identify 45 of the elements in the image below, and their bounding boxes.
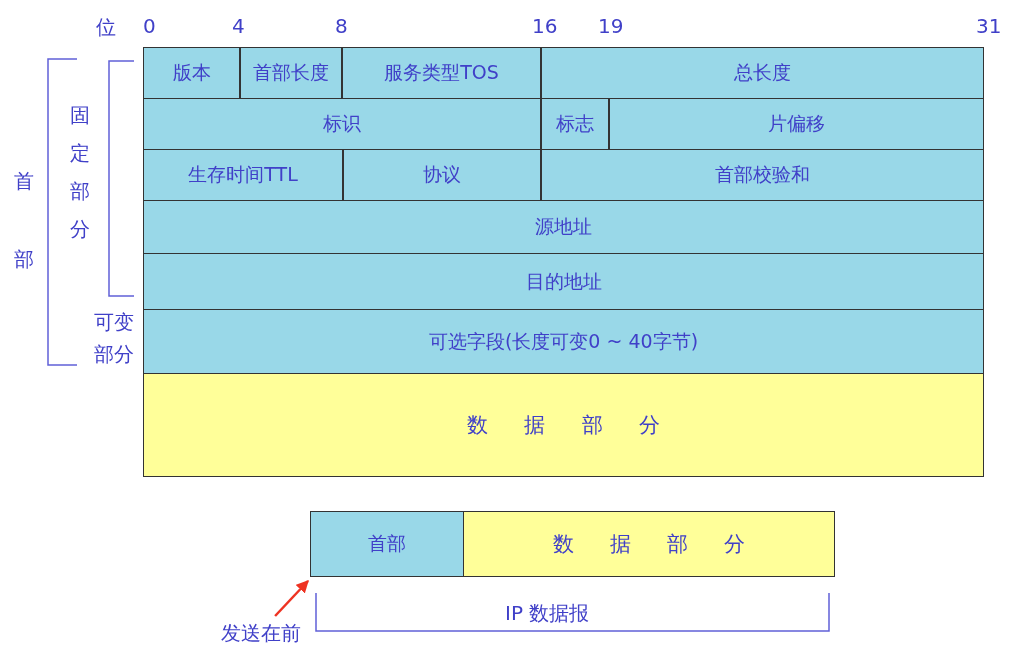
bit-number: 0 [143, 14, 156, 38]
header-field-box [143, 309, 984, 374]
header-field-box [342, 47, 541, 99]
note-text: 发送在前 [214, 616, 308, 650]
bit-number: 19 [598, 14, 624, 38]
header-field-box [310, 511, 464, 577]
header-field-box [240, 47, 342, 99]
header-field-box [541, 98, 609, 150]
header-field-box [343, 149, 541, 201]
field-label: 标志 [556, 111, 594, 136]
header-field-box [143, 47, 240, 99]
data-field-box [143, 373, 984, 477]
bit-axis-label: 位 [96, 14, 116, 41]
header-field-box [143, 98, 541, 150]
data-field-box [463, 511, 835, 577]
bracket-label: 固定部分 [70, 102, 90, 243]
bit-number: 16 [532, 14, 558, 38]
header-field-box [609, 98, 984, 150]
field-label: 数 据 部 分 [467, 412, 660, 439]
arrow [274, 580, 309, 617]
bracket-label: IP 数据报 [505, 600, 590, 627]
header-field-box [143, 200, 984, 254]
bit-number: 31 [976, 14, 1002, 38]
field-label: 标识 [323, 111, 361, 136]
header-field-box [541, 47, 984, 99]
field-label: 可选字段(长度可变0 ~ 40字节) [428, 328, 699, 354]
field-label: 首部校验和 [715, 162, 810, 187]
bit-number: 8 [335, 14, 348, 38]
header-field-box [143, 149, 343, 201]
header-field-box [541, 149, 984, 201]
field-label: 目的地址 [525, 268, 602, 294]
field-label: 版本 [172, 60, 211, 85]
field-label: 首部 [368, 531, 406, 556]
bracket-label: 可变部分 [93, 309, 134, 368]
field-label: 首部长度 [253, 60, 329, 85]
header-field-box [143, 253, 984, 310]
field-label: 片偏移 [768, 111, 825, 136]
field-label: 生存时间TTL [188, 162, 298, 187]
field-label: 协议 [423, 162, 461, 187]
field-label: 源地址 [535, 214, 592, 239]
field-label: 数 据 部 分 [552, 531, 746, 558]
bit-number: 4 [232, 14, 245, 38]
field-label: 服务类型TOS [384, 60, 499, 85]
field-label: 总长度 [734, 60, 791, 85]
bracket-label: 首部 [14, 168, 34, 273]
